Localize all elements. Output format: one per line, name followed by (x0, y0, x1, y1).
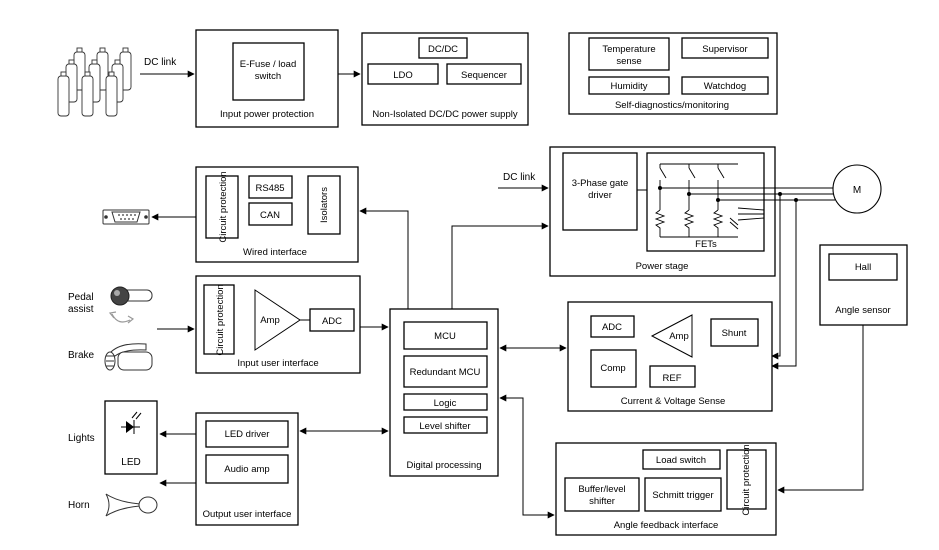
logic-label: Logic (434, 398, 457, 409)
digital-processing-title: Digital processing (407, 460, 482, 471)
gate-driver-label-1: 3-Phase gate (572, 178, 629, 189)
led-label: LED (121, 457, 140, 468)
wired-interface-title: Wired interface (243, 247, 307, 258)
buffer-label-2: shifter (589, 496, 615, 507)
angle-feedback-interface-block: Load switch Circuit protection Buffer/le… (555, 442, 777, 536)
supervisor-label: Supervisor (702, 44, 747, 55)
angle-sensor-block: Hall Angle sensor (819, 244, 908, 326)
horn-icon (105, 493, 158, 517)
circuit-protection-a-label: Circuit protection (218, 171, 229, 242)
level-shifter-label: Level shifter (419, 421, 470, 432)
gate-driver-label-2: driver (588, 190, 612, 201)
ldo-label: LDO (393, 70, 413, 81)
led-box (104, 400, 158, 475)
mcu-label: MCU (434, 331, 456, 342)
digital-processing-block: MCU Redundant MCU Logic Level shifter Di… (389, 308, 499, 477)
serial-connector-icon (102, 209, 150, 225)
ref-label: REF (663, 373, 682, 384)
pedal-assist-label-2: assist (68, 304, 94, 315)
self-diagnostics-block: Temperature sense Supervisor Humidity Wa… (568, 32, 778, 115)
angle-sensor-title: Angle sensor (835, 305, 890, 316)
output-user-interface-block: LED driver Audio amp Output user interfa… (195, 412, 299, 526)
power-stage-title: Power stage (636, 261, 689, 272)
fet-nodes (658, 186, 798, 202)
battery-pack-icon (57, 47, 132, 117)
efuse-label-2: switch (255, 71, 281, 82)
fets-label: FETs (695, 239, 717, 250)
input-power-protection-title: Input power protection (220, 109, 314, 120)
led-diode-icon (121, 411, 142, 434)
rs485-label: RS485 (255, 183, 284, 194)
load-switch-label: Load switch (656, 455, 706, 466)
can-label: CAN (260, 210, 280, 221)
shunt-label: Shunt (722, 328, 747, 339)
adc-cs-label: ADC (602, 322, 622, 333)
self-diagnostics-title: Self-diagnostics/monitoring (615, 100, 729, 111)
temperature-sense-label-1: Temperature (602, 44, 655, 55)
temperature-sense-label-2: sense (616, 56, 641, 67)
input-user-interface-title: Input user interface (237, 358, 318, 369)
isolators-label: Isolators (319, 187, 330, 223)
current-voltage-sense-title: Current & Voltage Sense (621, 396, 726, 407)
watchdog-label: Watchdog (704, 81, 746, 92)
dc-link-label-top: DC link (144, 57, 177, 68)
lights-label: Lights (68, 433, 95, 444)
brake-label: Brake (68, 350, 95, 361)
motor-label: M (853, 185, 861, 196)
brake-icon (104, 343, 153, 371)
comp-label: Comp (600, 363, 625, 374)
hall-label: Hall (855, 262, 871, 273)
sequencer-label: Sequencer (461, 70, 507, 81)
nonisolated-supply-block: DC/DC LDO Sequencer Non-Isolated DC/DC p… (361, 32, 529, 126)
efuse-label-1: E-Fuse / load (240, 59, 297, 70)
dcdc-label: DC/DC (428, 44, 458, 55)
amp-input-label: Amp (260, 315, 280, 326)
angle-feedback-interface-title: Angle feedback interface (614, 520, 719, 531)
audio-amp-label: Audio amp (224, 464, 269, 475)
schmitt-trigger-label: Schmitt trigger (652, 490, 713, 501)
led-driver-label: LED driver (225, 429, 270, 440)
wired-interface-block: Circuit protection RS485 CAN Isolators W… (195, 166, 359, 263)
horn-label: Horn (68, 500, 90, 511)
nonisolated-supply-title: Non-Isolated DC/DC power supply (372, 109, 517, 120)
power-stage-block: 3-Phase gate driver FETs Power stage (549, 146, 776, 277)
pedal-assist-icon (108, 286, 153, 324)
circuit-protection-c-label: Circuit protection (741, 444, 752, 515)
output-user-interface-title: Output user interface (203, 509, 292, 520)
adc-input-label: ADC (322, 316, 342, 327)
humidity-label: Humidity (611, 81, 648, 92)
current-voltage-sense-block: ADC Amp Shunt Comp REF Current & Voltage… (567, 301, 773, 412)
motor-block: M (764, 164, 882, 214)
motor-icon (832, 164, 882, 214)
amp-cs-label: Amp (669, 331, 689, 342)
circuit-protection-b-label: Circuit protection (215, 284, 226, 355)
buffer-label-1: Buffer/level (578, 484, 625, 495)
redundant-mcu-label: Redundant MCU (410, 367, 481, 378)
input-power-protection-block: E-Fuse / load switch Input power protect… (195, 29, 339, 128)
input-user-interface-block: Circuit protection Amp ADC Input user in… (195, 275, 361, 374)
dc-link-label-mid: DC link (503, 172, 536, 183)
pedal-assist-label-1: Pedal (68, 292, 94, 303)
